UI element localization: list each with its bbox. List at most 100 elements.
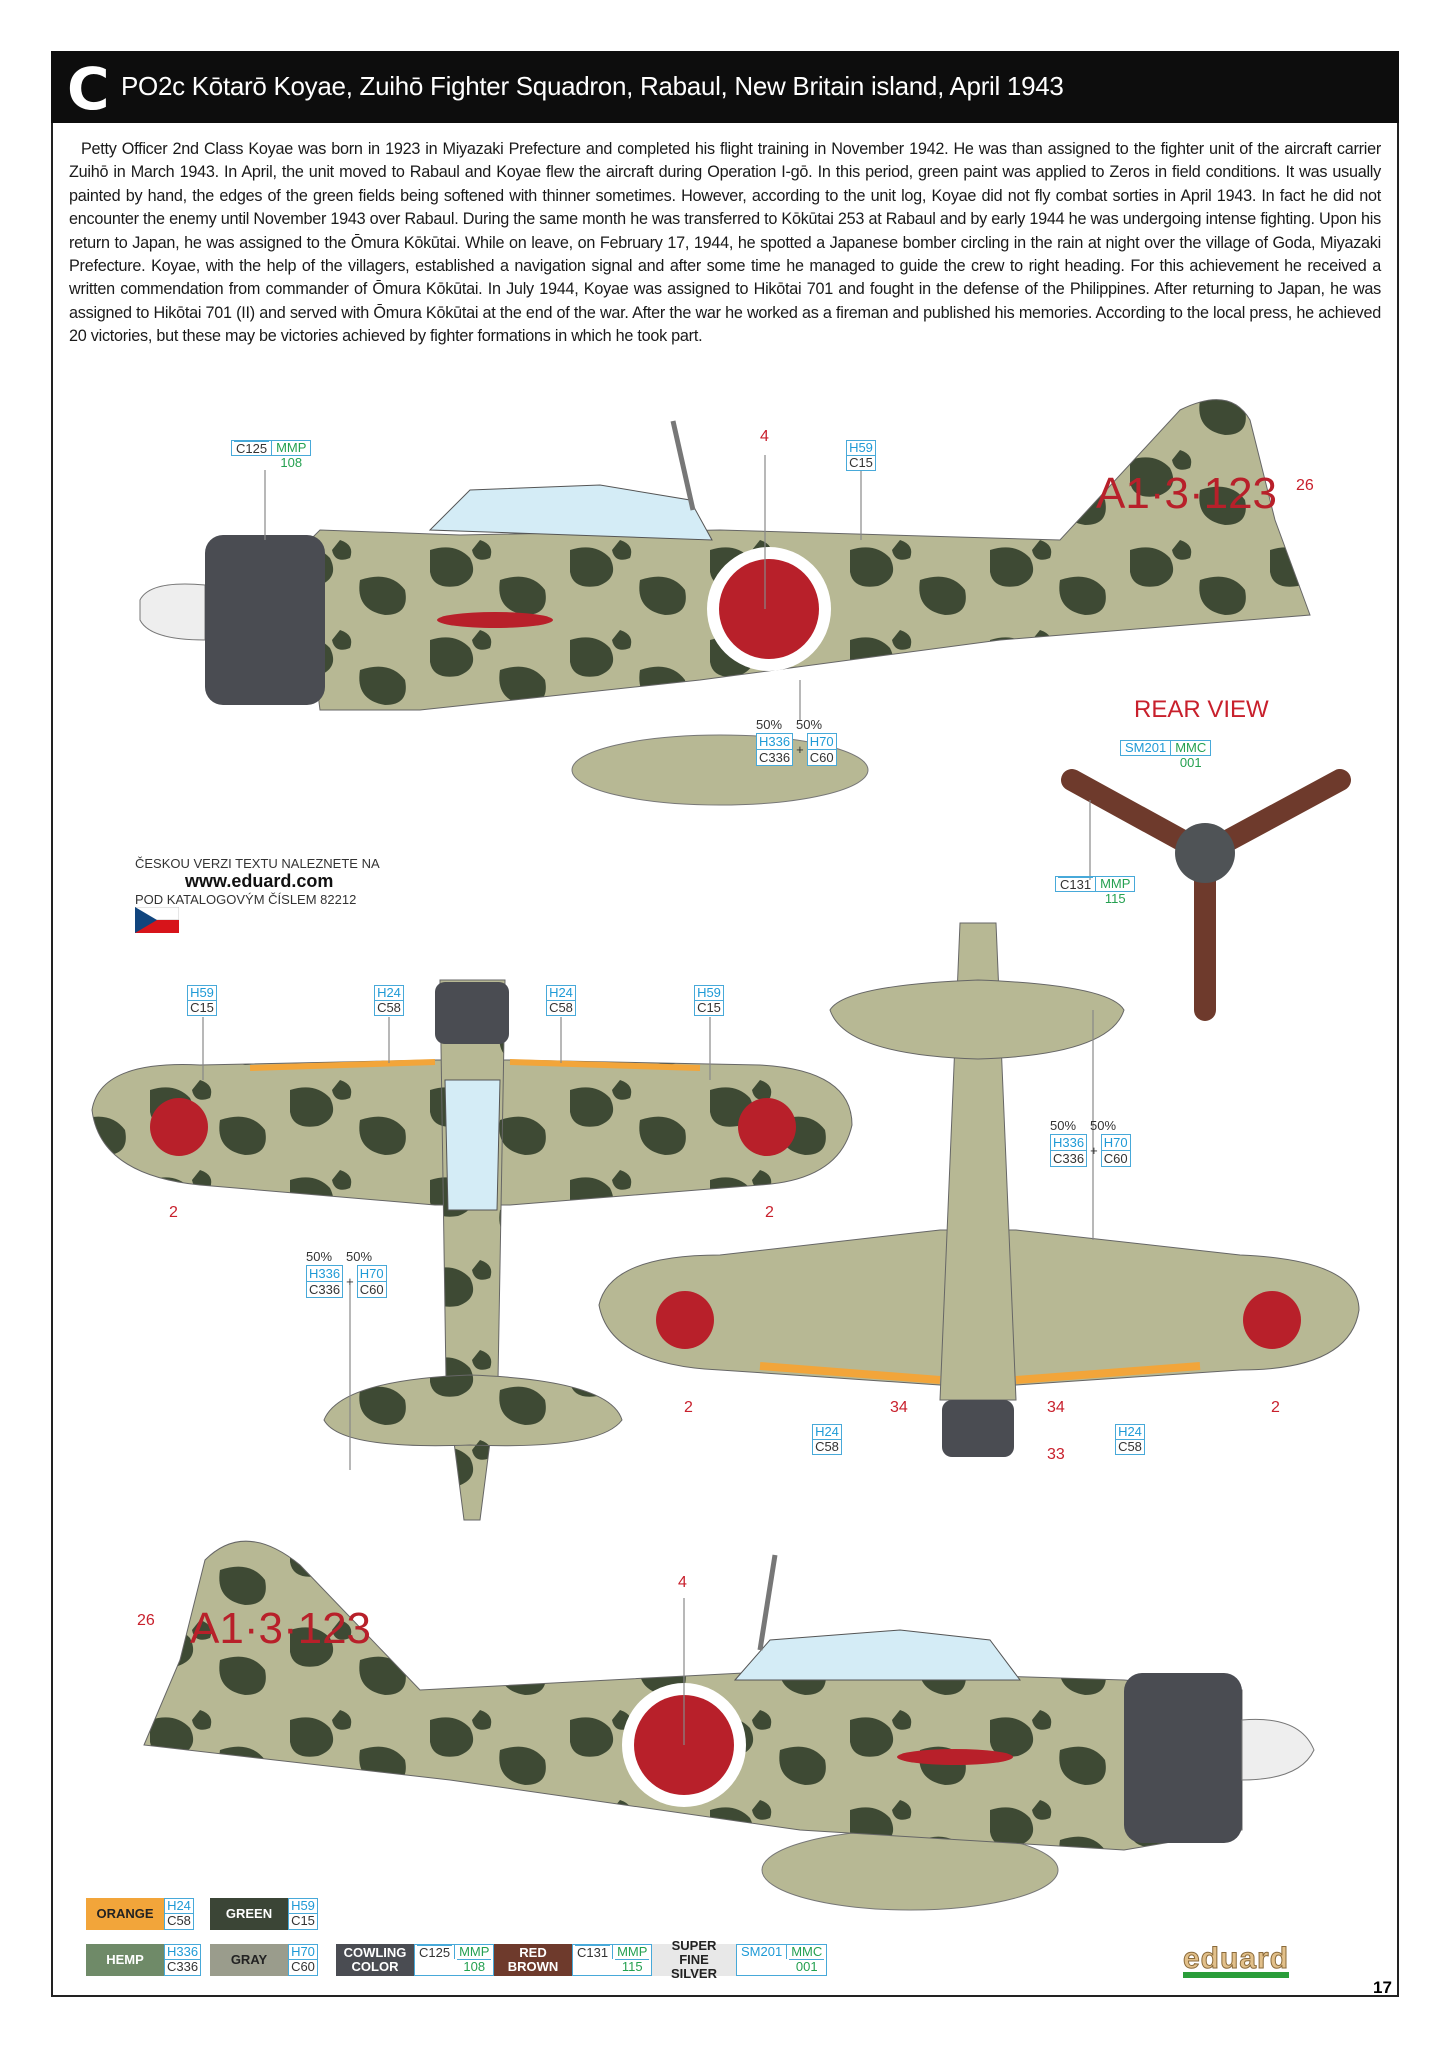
h-code: H70	[809, 734, 834, 749]
legend-color-name: ORANGE	[86, 1898, 164, 1930]
mmp-label: MMP	[617, 1944, 648, 1959]
c-code: C58	[1116, 1439, 1144, 1454]
profile-header: C PO2c Kōtarō Koyae, Zuihō Fighter Squad…	[51, 51, 1399, 123]
c-code: C15	[695, 1000, 723, 1015]
story-text: Petty Officer 2nd Class Koyae was born i…	[69, 140, 1381, 346]
sm-code: SM201	[1125, 740, 1167, 755]
c-code: C15	[188, 1000, 216, 1015]
c-code: C58	[375, 1000, 403, 1015]
percentages: 50%50%	[306, 1249, 387, 1264]
c-code: C131	[1058, 877, 1094, 892]
side-view-left	[139, 399, 1311, 806]
marking-number: 2	[684, 1399, 693, 1416]
marking-number: 26	[137, 1612, 155, 1629]
h-code: H24	[167, 1898, 191, 1913]
percentages: 50% 50%	[1050, 1118, 1131, 1133]
h-code: H24	[377, 985, 401, 1000]
c-code: C336	[1051, 1150, 1087, 1166]
marking-number: 34	[890, 1399, 908, 1416]
czech-notice: ČESKOU VERZI TEXTU NALEZNETE NA www.edua…	[134, 856, 380, 936]
c-code: C336	[165, 1959, 201, 1974]
cowling	[205, 535, 325, 705]
sm-code: SM201	[741, 1944, 783, 1959]
marking-number: 2	[765, 1204, 774, 1221]
h-code: H24	[549, 985, 573, 1000]
mmp-code: 108	[457, 1959, 492, 1974]
mmp-code: 115	[1098, 891, 1133, 906]
percentages: 50%50%	[756, 717, 837, 732]
c-code: C131	[575, 1945, 611, 1960]
page-number: 17	[1373, 1978, 1392, 1997]
mmp-code: 115	[615, 1959, 650, 1974]
h-code: H70	[359, 1266, 384, 1281]
spinner	[139, 583, 206, 641]
website-link[interactable]: www.eduard.com	[185, 871, 334, 891]
c-code: C336	[757, 749, 793, 765]
h-code: H70	[291, 1944, 315, 1959]
plus-sign: +	[1090, 1143, 1098, 1158]
marking-number: 4	[760, 428, 769, 445]
profile-letter: C	[67, 55, 110, 123]
c-code: C15	[847, 455, 875, 470]
hinomaru	[719, 559, 819, 659]
rear-view-propeller	[1061, 769, 1351, 1021]
percent: 50%	[756, 717, 783, 732]
mmc-label: MMC	[1175, 740, 1207, 755]
h-code: H59	[697, 985, 721, 1000]
col: SM201	[737, 1945, 786, 1959]
c-code: C58	[547, 1000, 575, 1015]
plus-sign: +	[346, 1274, 354, 1289]
percent: 50%	[1050, 1118, 1077, 1133]
rear-view-label: REAR VIEW	[1134, 696, 1269, 723]
c-code: C60	[357, 1281, 386, 1297]
percent: 50%	[346, 1249, 373, 1264]
c-code: C58	[165, 1913, 193, 1928]
plus-sign: +	[796, 742, 804, 757]
leader-lines	[202, 455, 1094, 1745]
h-code: H336	[167, 1944, 199, 1959]
col: C131	[573, 1945, 612, 1960]
mmp-label: MMP	[1100, 876, 1131, 891]
drop-tank	[571, 734, 869, 806]
top-view	[91, 979, 853, 1521]
fuselage	[299, 399, 1311, 711]
legend-color-name: HEMP	[86, 1944, 164, 1976]
h-code: H59	[849, 440, 873, 455]
marking-number: 33	[1047, 1446, 1065, 1463]
percent: 50%	[1090, 1118, 1117, 1133]
